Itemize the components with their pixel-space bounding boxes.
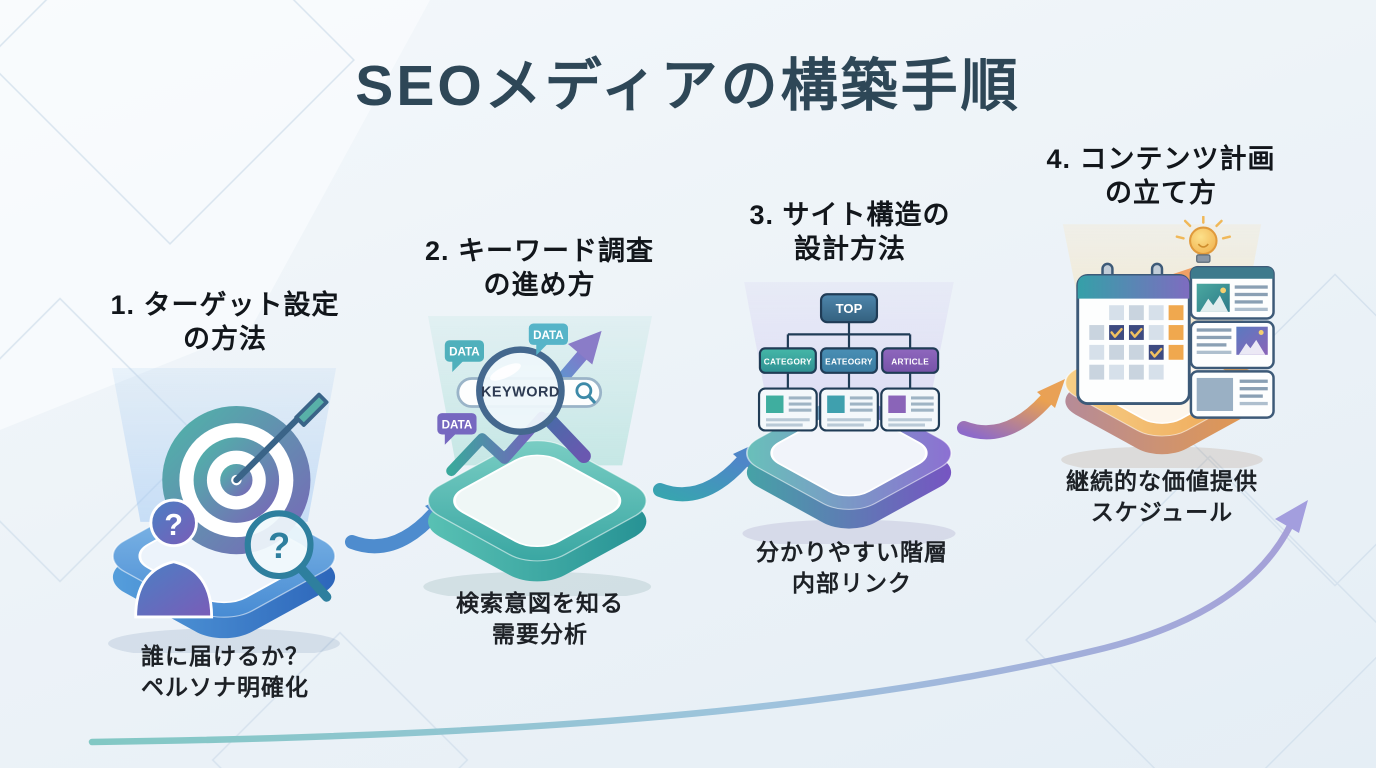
page-card-3	[880, 387, 941, 432]
step-1-caption: 誰に届けるか？ ペルソナ明確化	[70, 641, 380, 703]
step-3-heading: 3. サイト構造の 設計方法	[700, 198, 1000, 266]
content-cards	[1189, 265, 1275, 419]
step-2-heading-line-2: の進め方	[483, 270, 596, 300]
keyword-label: KEYWORD	[481, 384, 560, 400]
search-icon	[575, 382, 593, 400]
step-2-heading: 2. キーワード調査 の進め方	[382, 234, 697, 302]
sitemap-category-2-label: EATEOGRY	[825, 357, 873, 367]
lightbulb-icon	[1175, 216, 1231, 263]
sitemap-tree: TOP CATEGORY EATEOGRY ARTICLE	[757, 293, 941, 432]
persona-question-mark: ?	[164, 508, 183, 542]
data-tag-left-label: DATA	[449, 346, 480, 359]
dart-arrow-icon	[233, 392, 329, 484]
growth-curve	[88, 518, 1296, 746]
sitemap-category-1-label: CATEGORY	[764, 357, 812, 367]
calendar-checkmarks	[1110, 327, 1163, 358]
step-4-caption-line-1: 継続的な価値提供	[1066, 468, 1258, 494]
connector-arrow-3-4-icon	[957, 379, 1065, 440]
sitemap-article-label: ARTICLE	[891, 357, 929, 367]
sitemap-connector-lines	[786, 322, 912, 389]
bg-polygon	[0, 0, 430, 430]
step-1-caption-line-2: ペルソナ明確化	[141, 674, 309, 700]
content-card-1	[1189, 265, 1275, 320]
calendar-grid	[1089, 305, 1184, 380]
step-4-heading-line-1: 4. コンテンツ計画	[1046, 144, 1276, 174]
step-2-heading-line-1: 2. キーワード調査	[424, 236, 655, 266]
data-tag-purple-label: DATA	[442, 418, 473, 431]
page-card-1	[757, 387, 818, 432]
platform-step-2	[423, 440, 652, 596]
data-tag-top: DATA	[528, 323, 568, 356]
step-4-illustration	[1061, 216, 1275, 468]
sitemap-top-label: TOP	[836, 301, 863, 316]
step-2-illustration: KEYWORD DATA DATA DATA	[423, 316, 652, 596]
sitemap-article-node: ARTICLE	[881, 347, 940, 374]
persona-icon: ?	[134, 498, 214, 619]
step-4-caption: 継続的な価値提供 スケジュール	[1012, 466, 1312, 528]
page-title: SEOメディアの構築手順	[355, 54, 1021, 118]
data-tag-purple: DATA	[437, 413, 477, 445]
keyword-magnifier-icon: KEYWORD	[476, 346, 591, 463]
magnifier-question-icon: ?	[244, 510, 332, 602]
calendar-icon	[1076, 262, 1191, 405]
magnifier-question-mark: ?	[268, 525, 290, 566]
sitemap-category-node-2: EATEOGRY	[819, 347, 879, 374]
step-4-heading-line-2: の立て方	[1105, 178, 1217, 208]
step-3-heading-line-2: 設計方法	[794, 234, 906, 264]
step-3-caption: 分かりやすい階層 内部リンク	[702, 537, 1002, 599]
step-3-illustration: TOP CATEGORY EATEOGRY ARTICLE	[742, 282, 956, 544]
step-3-caption-line-2: 内部リンク	[792, 570, 912, 596]
step-4-heading: 4. コンテンツ計画 の立て方	[1000, 142, 1322, 210]
sitemap-page-cards	[757, 387, 941, 432]
growth-curve-arrowhead-icon	[1275, 500, 1308, 533]
sitemap-category-node-1: CATEGORY	[758, 347, 817, 374]
step-3-caption-line-1: 分かりやすい階層	[756, 539, 948, 565]
step-1-heading-line-1: 1. ターゲット設定	[110, 290, 340, 320]
step-1-heading: 1. ターゲット設定 の方法	[70, 288, 380, 356]
page-card-2	[819, 387, 879, 432]
content-card-3	[1189, 370, 1275, 419]
step-2-caption: 検索意図を知る 需要分析	[385, 588, 695, 650]
step-2-caption-line-1: 検索意図を知る	[456, 590, 624, 616]
step-1-heading-line-2: の方法	[183, 324, 267, 354]
content-card-2	[1189, 320, 1275, 370]
step-2-caption-line-2: 需要分析	[492, 621, 588, 647]
sitemap-top-node: TOP	[819, 293, 879, 324]
step-1-illustration: ? ?	[108, 368, 340, 653]
step-4-caption-line-2: スケジュール	[1090, 499, 1234, 525]
step-1-caption-line-1: 誰に届けるか？	[141, 643, 309, 669]
data-tag-left: DATA	[444, 340, 484, 372]
data-tag-top-label: DATA	[533, 329, 564, 342]
step-3-heading-line-1: 3. サイト構造の	[749, 200, 951, 230]
lightbulb-rays	[1175, 216, 1231, 240]
trend-zigzag-icon	[446, 411, 547, 477]
